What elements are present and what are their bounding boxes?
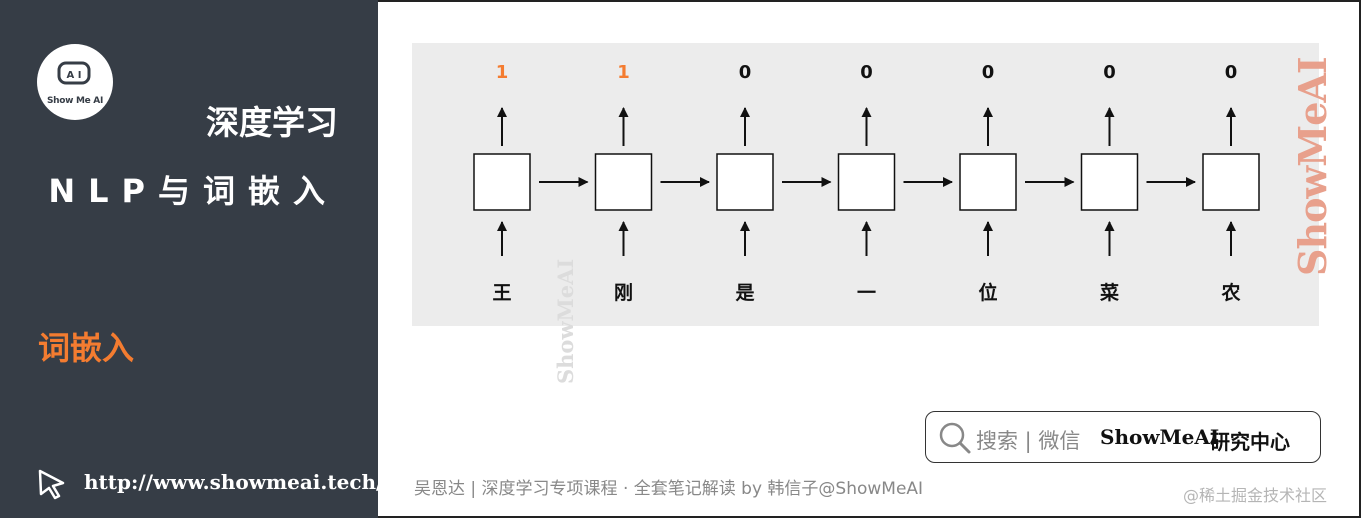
search-brand: ShowMeAI (1100, 425, 1220, 449)
rnn-cell (1080, 153, 1139, 211)
rnn-cell (959, 153, 1017, 211)
watermark-right: ShowMeAI (1290, 57, 1335, 276)
showmeai-logo: A I Show Me AI (37, 44, 113, 120)
input-word: 菜 (1099, 281, 1119, 304)
sidebar: A I Show Me AI 深度学习 NLP与词嵌入 词嵌入 http://w… (0, 0, 383, 518)
rnn-cell (473, 153, 531, 211)
logo-text: Show Me AI (46, 96, 104, 106)
search-box[interactable]: 搜索 | 微信 ShowMeAI 研究中心 (925, 411, 1321, 463)
output-label: 0 (739, 62, 752, 83)
content-frame (378, 0, 1361, 518)
rnn-cell (837, 153, 896, 211)
section-title: 词嵌入 (38, 329, 135, 367)
robot-face-icon: A I (57, 61, 91, 85)
input-word: 刚 (614, 282, 633, 304)
output-label: 0 (1225, 62, 1238, 83)
output-label: 1 (496, 62, 509, 83)
input-word: 一 (857, 282, 876, 304)
output-label: 1 (617, 62, 630, 83)
search-hint: 搜索 | 微信 (976, 429, 1081, 453)
output-label: 0 (860, 62, 873, 83)
logo-face-text: A I (67, 70, 82, 81)
rnn-diagram: 1 王 1 刚 0 是 0 一 0 位 0 菜 0 农 (473, 62, 1260, 304)
cursor-icon (38, 469, 65, 500)
corner-watermark: @稀土掘金技术社区 (1183, 486, 1328, 505)
input-word: 是 (735, 282, 754, 304)
watermark-middle: ShowMeAI (553, 258, 578, 384)
output-label: 0 (982, 62, 995, 83)
output-label: 0 (1103, 62, 1116, 83)
search-brand-suffix: 研究中心 (1210, 430, 1290, 454)
rnn-cell (594, 153, 653, 211)
input-word: 位 (978, 281, 997, 304)
footer-credit: 吴恩达 | 深度学习专项课程 · 全套笔记解读 by 韩信子@ShowMeAI (414, 479, 924, 499)
search-icon (939, 422, 971, 454)
course-title: 深度学习 (206, 103, 338, 142)
course-subtitle: NLP与词嵌入 (48, 172, 338, 210)
rnn-cell (1202, 153, 1260, 211)
input-word: 农 (1220, 281, 1240, 304)
rnn-cell (716, 153, 774, 211)
website-link[interactable]: http://www.showmeai.tech/ (84, 470, 384, 494)
input-word: 王 (492, 282, 511, 304)
